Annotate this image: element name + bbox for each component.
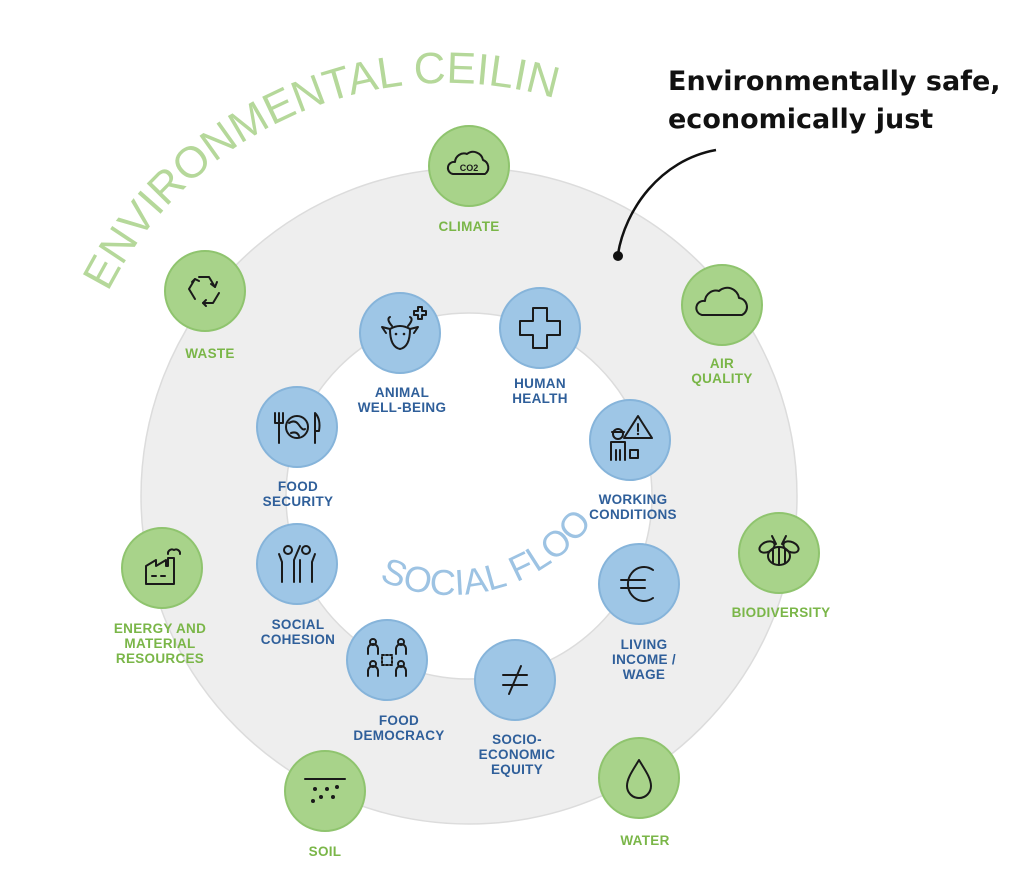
cow-icon — [381, 306, 427, 350]
human-health-label-line-2: HEALTH — [512, 391, 568, 406]
living-income-label-line-1: LIVING — [621, 637, 668, 652]
air-quality-label-line-1: AIR — [710, 356, 734, 371]
node-soil: SOIL — [284, 750, 366, 859]
living-income-circle — [598, 543, 680, 625]
human-health-circle — [499, 287, 581, 369]
working-conditions-circle — [589, 399, 671, 481]
fork-globe-knife-icon — [274, 412, 321, 444]
waste-label-line-1: WASTE — [185, 346, 235, 361]
not-equal-icon — [502, 665, 528, 695]
socio-economic-equity-label-line-3: EQUITY — [491, 762, 543, 777]
climate-circle — [428, 125, 510, 207]
factory-icon — [145, 548, 182, 585]
socio-economic-equity-label-line-1: SOCIO- — [492, 732, 542, 747]
bee-icon — [758, 535, 800, 566]
living-income-label-line-3: WAGE — [623, 667, 665, 682]
energy-label-line-1: ENERGY AND — [114, 621, 206, 636]
medical-cross-icon — [519, 307, 561, 349]
co2-cloud-icon: CO2 — [446, 150, 490, 175]
callout-pointer — [616, 148, 717, 255]
food-security-label-line-2: SECURITY — [263, 494, 334, 509]
energy-label-line-2: MATERIAL — [124, 636, 195, 651]
living-income-label-line-2: INCOME / — [612, 652, 676, 667]
social-cohesion-circle — [256, 523, 338, 605]
svg-text:CO2: CO2 — [460, 163, 479, 173]
food-security-circle — [256, 386, 338, 468]
callout-line-1: Environmentally safe, — [668, 66, 1001, 97]
water-label-line-1: WATER — [620, 833, 669, 848]
node-biodiversity: BIODIVERSITY — [732, 512, 831, 620]
energy-circle — [121, 527, 203, 609]
food-democracy-circle — [346, 619, 428, 701]
callout-dot — [613, 251, 623, 261]
animal-well-being-label-line-1: ANIMAL — [375, 385, 429, 400]
soil-label-line-1: SOIL — [309, 844, 342, 859]
climate-label-line-1: CLIMATE — [438, 219, 499, 234]
air-quality-label-line-2: QUALITY — [691, 371, 752, 386]
socio-economic-equity-label-line-2: ECONOMIC — [479, 747, 556, 762]
water-drop-icon — [626, 759, 652, 799]
food-security-label-line-1: FOOD — [278, 479, 318, 494]
soil-icon — [304, 778, 346, 803]
human-health-label-line-1: HUMAN — [514, 376, 566, 391]
two-people-icon — [278, 545, 316, 583]
animal-well-being-circle — [359, 292, 441, 374]
water-circle — [598, 737, 680, 819]
people-group-icon — [367, 638, 407, 677]
food-democracy-label-line-1: FOOD — [379, 713, 419, 728]
callout-line-2: economically just — [668, 104, 933, 135]
working-conditions-label-line-2: CONDITIONS — [589, 507, 677, 522]
social-ring-hole — [285, 312, 653, 680]
energy-label-line-3: RESOURCES — [116, 651, 204, 666]
euro-icon — [620, 566, 654, 602]
recycle-icon — [188, 276, 220, 307]
cloud-icon — [695, 286, 748, 316]
worker-warning-icon — [610, 415, 653, 461]
food-democracy-label-line-2: DEMOCRACY — [353, 728, 444, 743]
biodiversity-label-line-1: BIODIVERSITY — [732, 605, 831, 620]
working-conditions-label-line-1: WORKING — [599, 492, 668, 507]
social-cohesion-label-line-2: COHESION — [261, 632, 335, 647]
social-cohesion-label-line-1: SOCIAL — [272, 617, 325, 632]
air-quality-circle — [681, 264, 763, 346]
node-water: WATER — [598, 737, 680, 848]
soil-circle — [284, 750, 366, 832]
animal-well-being-label-line-2: WELL-BEING — [358, 400, 447, 415]
waste-circle — [164, 250, 246, 332]
node-waste: WASTE — [164, 250, 246, 361]
